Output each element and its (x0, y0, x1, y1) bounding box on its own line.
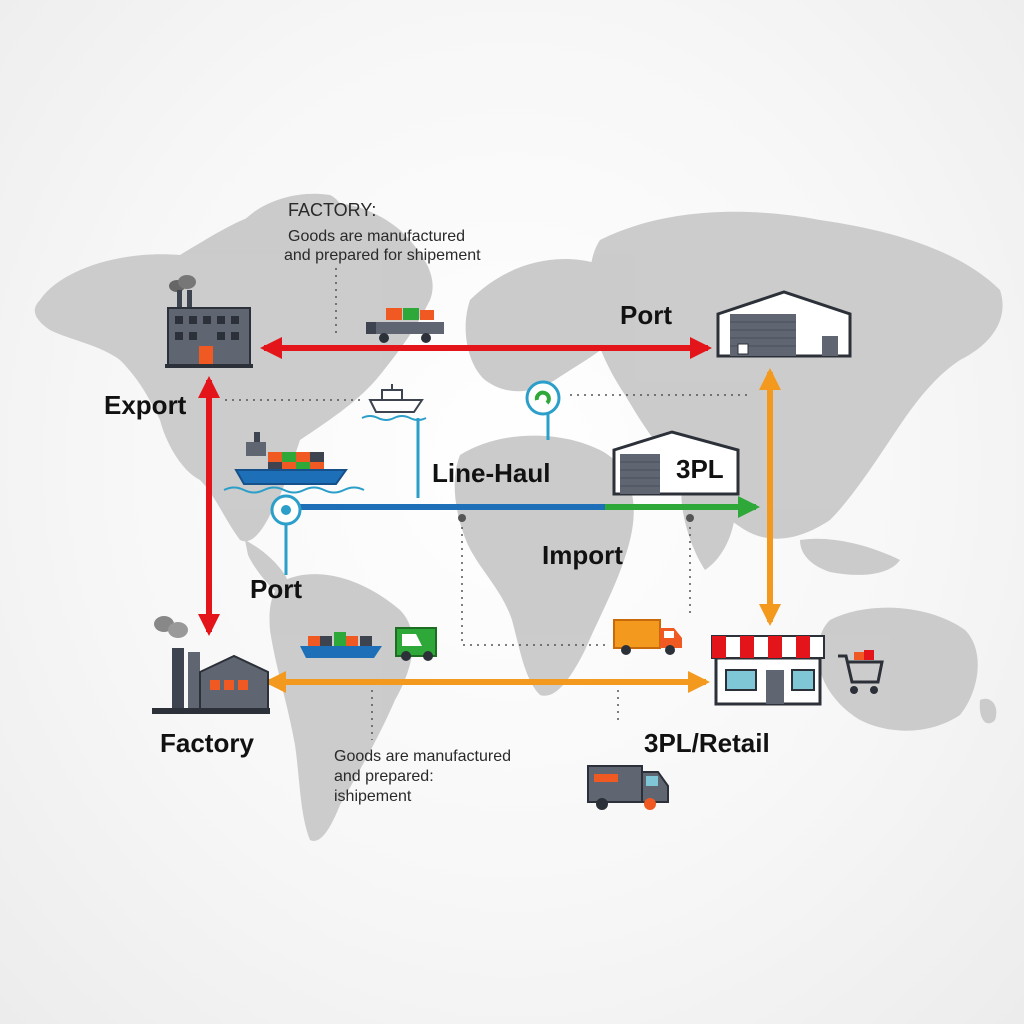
container-ship-icon (223, 432, 365, 494)
truck-icon (366, 308, 444, 343)
label-export: Export (104, 390, 187, 420)
factory-icon (165, 275, 253, 368)
bottom-note-line-1: Goods are manufactured (334, 748, 511, 765)
label-port-top: Port (620, 300, 672, 330)
continent-greenland (240, 193, 344, 251)
van-icon (395, 627, 437, 661)
store-icon (711, 635, 825, 706)
label-3pl-retail: 3PL/Retail (644, 728, 770, 758)
boat-icon (361, 384, 427, 421)
continent-africa (454, 435, 634, 696)
dot-tick-2 (686, 514, 694, 522)
continent-north-america (34, 202, 433, 542)
label-import: Import (542, 540, 623, 570)
label-line-haul: Line-Haul (432, 458, 551, 488)
truck-icon (613, 619, 682, 655)
dot-tick-1 (458, 514, 466, 522)
continent-new-zealand (979, 698, 997, 724)
location-pin-icon (270, 494, 302, 575)
bottom-note-line-2: and prepared: (334, 768, 434, 785)
label-3pl: 3PL (676, 454, 724, 484)
top-note-line-2: and prepared for shipement (284, 247, 481, 264)
location-pin-icon (525, 380, 561, 440)
container-ship-icon (300, 632, 382, 658)
top-note-title: FACTORY: (288, 200, 377, 220)
continent-southeast-asia (800, 538, 900, 575)
van-icon (587, 765, 669, 810)
bottom-note-line-3: ishipement (334, 788, 412, 805)
label-factory: Factory (160, 728, 254, 758)
factory-icon (152, 616, 270, 714)
label-port-left: Port (250, 574, 302, 604)
flow-arrows (198, 337, 781, 693)
shopping-cart-icon (838, 650, 884, 694)
continent-australia (818, 607, 978, 731)
continent-central-america (245, 540, 290, 597)
warehouse-icon (716, 290, 852, 358)
leader-lines (225, 268, 750, 740)
top-note-line-1: Goods are manufactured (288, 228, 465, 245)
continent-south-america (269, 574, 413, 841)
warehouse-icon (612, 430, 740, 496)
